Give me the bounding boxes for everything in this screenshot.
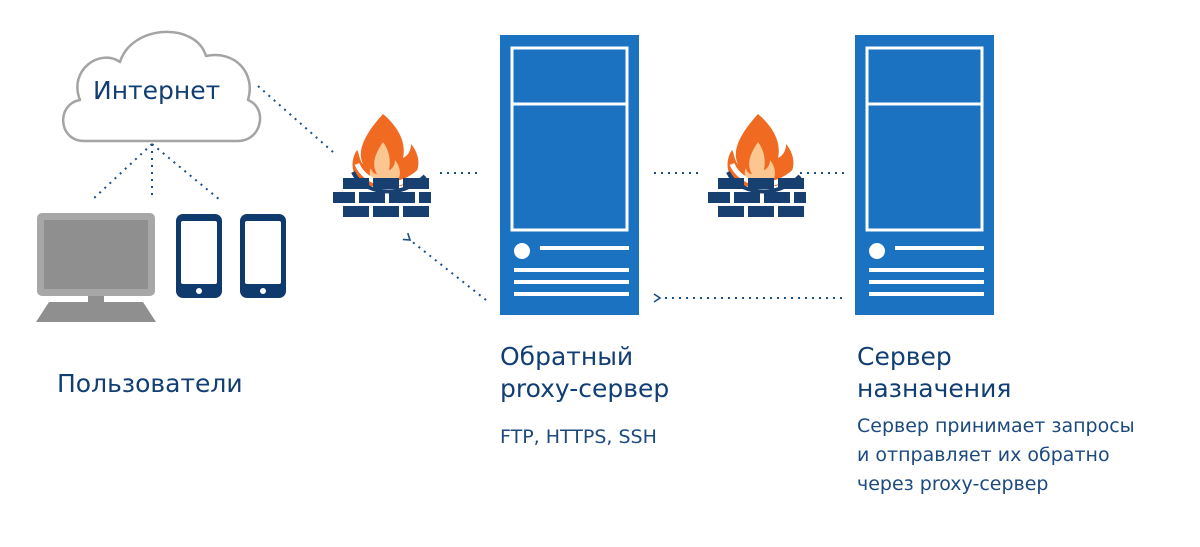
reverse-proxy-title-line1: Обратный (500, 342, 634, 371)
server-tower-icon (855, 35, 994, 315)
firewall-icon (708, 114, 806, 217)
smartphone-icon (240, 214, 286, 298)
internet-firewall-connector (257, 85, 334, 153)
reverse-proxy-title-line2: proxy-сервер (500, 374, 670, 403)
server-tower-icon (500, 35, 639, 315)
cloud-icon (62, 30, 262, 143)
internet-label: Интернет (93, 76, 221, 105)
destination-server-title-line1: Сервер (857, 342, 952, 371)
destination-server-desc-line2: и отправляет их обратно (857, 444, 1110, 466)
firewall-icon (333, 114, 431, 217)
laptop-icon (36, 213, 156, 322)
internet-device-connectors (91, 143, 221, 201)
proxy-to-firewall-arrow (402, 232, 487, 301)
smartphone-icon (176, 214, 222, 298)
reverse-proxy-protocols: FTP, HTTPS, SSH (500, 426, 657, 448)
destination-server-desc-line1: Сервер принимает запросы (857, 415, 1135, 437)
destination-server-desc-line3: через proxy-сервер (857, 473, 1049, 495)
destination-server-title-line2: назначения (857, 374, 1012, 403)
users-label: Пользователи (57, 369, 243, 398)
